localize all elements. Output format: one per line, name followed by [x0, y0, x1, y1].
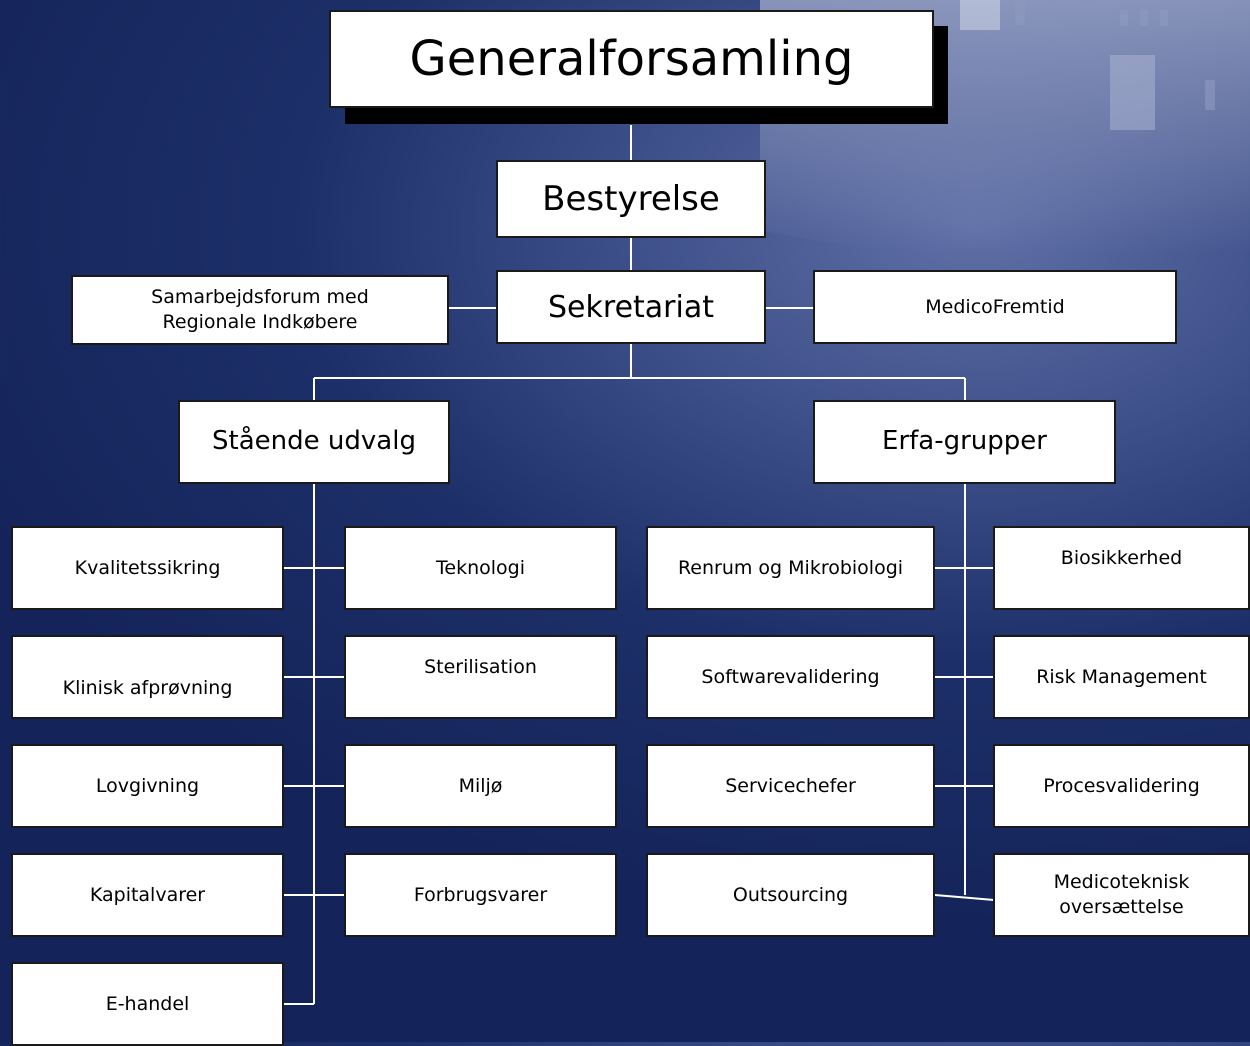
erfa-group-box: Biosikkerhed: [993, 526, 1250, 610]
erfa-group-box: Risk Management: [993, 635, 1250, 719]
erfa-group-label: Servicechefer: [725, 774, 856, 797]
erfa-group-label: Softwarevalidering: [701, 665, 880, 688]
medicofremtid-label: MedicoFremtid: [925, 295, 1065, 318]
sekretariat-label: Sekretariat: [548, 289, 714, 325]
committee-label: Miljø: [458, 774, 503, 797]
committee-label: Kapitalvarer: [89, 883, 206, 906]
committee-box: E-handel: [11, 962, 284, 1046]
erfa-group-box: Outsourcing: [646, 853, 935, 937]
erfa-grupper-box: Erfa-grupper: [813, 400, 1116, 484]
medicofremtid-box: MedicoFremtid: [813, 270, 1177, 344]
generalforsamling-box: Generalforsamling: [329, 10, 934, 108]
committee-box: Sterilisation: [344, 635, 617, 719]
bestyrelse-label: Bestyrelse: [542, 178, 720, 219]
erfa-group-label: Risk Management: [1036, 665, 1207, 688]
committee-label: Klinisk afprøvning: [62, 677, 233, 700]
committee-box: Kvalitetssikring: [11, 526, 284, 610]
committee-label: E-handel: [105, 992, 190, 1015]
bestyrelse-box: Bestyrelse: [496, 160, 766, 238]
committee-box: Teknologi: [344, 526, 617, 610]
erfa-group-label: Outsourcing: [732, 883, 849, 906]
committee-label: Lovgivning: [95, 774, 200, 797]
committee-box: Miljø: [344, 744, 617, 828]
samarbejdsforum-label: Samarbejdsforum med Regionale Indkøbere: [151, 286, 369, 333]
staende-udvalg-box: Stående udvalg: [178, 400, 450, 484]
committee-label: Kvalitetssikring: [74, 556, 221, 579]
erfa-group-label: Biosikkerhed: [1060, 547, 1183, 569]
committee-label: Forbrugsvarer: [413, 883, 548, 906]
staende-udvalg-label: Stående udvalg: [212, 426, 416, 457]
erfa-group-box: Renrum og Mikrobiologi: [646, 526, 935, 610]
erfa-group-box: Medicoteknisk oversættelse: [993, 853, 1250, 937]
erfa-group-label: Renrum og Mikrobiologi: [677, 556, 904, 579]
committee-box: Forbrugsvarer: [344, 853, 617, 937]
erfa-group-box: Servicechefer: [646, 744, 935, 828]
committee-box: Kapitalvarer: [11, 853, 284, 937]
erfa-group-label: Procesvalidering: [1043, 774, 1200, 797]
erfa-group-box: Softwarevalidering: [646, 635, 935, 719]
committee-label: Teknologi: [436, 556, 525, 579]
committee-box: Klinisk afprøvning: [11, 635, 284, 719]
erfa-grupper-label: Erfa-grupper: [882, 426, 1047, 457]
committee-box: Lovgivning: [11, 744, 284, 828]
erfa-group-box: Procesvalidering: [993, 744, 1250, 828]
generalforsamling-label: Generalforsamling: [409, 30, 854, 87]
committee-label: Sterilisation: [424, 656, 537, 678]
erfa-group-label: Medicoteknisk oversættelse: [1053, 871, 1190, 918]
samarbejdsforum-box: Samarbejdsforum med Regionale Indkøbere: [71, 275, 449, 345]
sekretariat-box: Sekretariat: [496, 270, 766, 344]
